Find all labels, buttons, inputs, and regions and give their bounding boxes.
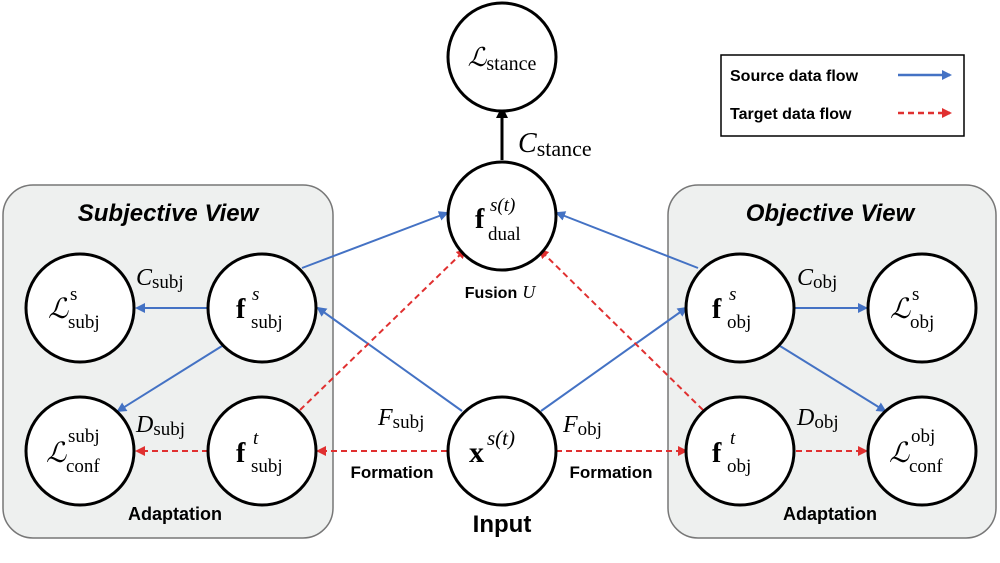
x-input-base: x — [469, 436, 484, 469]
node-l-obj-conf-circle — [866, 395, 978, 507]
l-subj-conf-sup: subj — [68, 426, 100, 447]
node-l-obj-conf: ℒ obj conf — [866, 395, 978, 507]
l-subj-s-sup: s — [70, 284, 77, 305]
edge-fobjt-to-fdual — [538, 248, 704, 411]
l-obj-conf-sub: conf — [909, 456, 943, 477]
node-f-subj-t: f t subj — [206, 395, 318, 507]
node-l-subj-s-circle — [24, 252, 136, 364]
legend-box — [720, 54, 965, 137]
f-obj-s-sub: obj — [727, 312, 751, 333]
edge-fsubjs-to-fdual — [301, 211, 449, 269]
node-l-subj-conf: ℒ subj conf — [24, 395, 136, 507]
fusion-caption: Fusion — [465, 285, 517, 302]
edge-x-to-fsubjs — [316, 306, 463, 412]
node-f-obj-s: f s obj — [684, 252, 796, 364]
f-subj-s-sup: s — [252, 284, 259, 305]
legend: Source data flow Target data flow — [720, 54, 965, 137]
node-l-obj-s: ℒ s obj — [866, 252, 978, 364]
node-l-stance-circle — [446, 1, 558, 113]
f-subj-s-base: f — [236, 294, 246, 325]
f-subj-label: Fsubj — [377, 405, 424, 433]
node-f-obj-s-circle — [684, 252, 796, 364]
f-subj-t-sub: subj — [251, 456, 283, 477]
source-flow-edges — [116, 211, 887, 413]
f-subj-t-base: f — [236, 438, 246, 469]
d-subj-label: Dsubj — [135, 412, 185, 440]
l-obj-s-script: ℒ — [890, 294, 911, 325]
l-stance-sub: stance — [486, 53, 536, 75]
f-dual-sub: dual — [488, 224, 521, 245]
node-f-subj-s: f s subj — [206, 252, 318, 364]
c-obj-label: Cobj — [797, 265, 837, 293]
subjective-view-title: Subjective View — [78, 200, 260, 227]
node-l-stance: ℒstance — [446, 1, 558, 113]
c-subj-label: Csubj — [136, 265, 184, 293]
target-flow-edges — [135, 248, 868, 456]
node-x-input: x s(t) — [446, 395, 558, 507]
l-subj-s-script: ℒ — [48, 294, 69, 325]
f-obj-label: Fobj — [562, 412, 602, 440]
f-obj-t-sub: obj — [727, 456, 751, 477]
legend-target-label: Target data flow — [730, 106, 852, 123]
f-dual-base: f — [475, 204, 485, 235]
input-caption: Input — [473, 511, 532, 538]
f-dual-sup: s(t) — [490, 195, 515, 216]
node-f-obj-t: f t obj — [684, 395, 796, 507]
subjective-adaptation-caption: Adaptation — [128, 504, 222, 524]
edge-fsubjt-to-fdual — [299, 248, 467, 411]
f-obj-t-base: f — [712, 438, 722, 469]
objective-view-title: Objective View — [746, 200, 916, 227]
fusion-var: U — [522, 282, 536, 302]
node-l-obj-s-circle — [866, 252, 978, 364]
edge-x-to-fobjs — [540, 306, 688, 412]
l-subj-conf-script: ℒ — [46, 438, 67, 469]
f-obj-t-sup: t — [730, 428, 736, 449]
node-f-dual: f s(t) dual — [446, 160, 558, 272]
x-input-sup: s(t) — [487, 426, 515, 450]
f-subj-s-sub: subj — [251, 312, 283, 333]
l-subj-s-sub: subj — [68, 312, 100, 333]
l-subj-conf-sub: conf — [66, 456, 100, 477]
loss-symbol: ℒ — [468, 43, 488, 72]
formation-right-label: Formation — [569, 463, 652, 482]
edge-fobjs-to-fdual — [555, 211, 699, 269]
l-obj-conf-sup: obj — [911, 426, 935, 447]
node-l-subj-s: ℒ s subj — [24, 252, 136, 364]
f-obj-s-base: f — [712, 294, 722, 325]
legend-source-label: Source data flow — [730, 68, 859, 85]
edge-fsubjs-to-lsubjconf — [116, 345, 223, 413]
formation-left-label: Formation — [350, 463, 433, 482]
node-f-dual-circle — [446, 160, 558, 272]
node-f-subj-t-circle — [206, 395, 318, 507]
f-obj-s-sup: s — [729, 284, 736, 305]
d-obj-label: Dobj — [796, 405, 839, 433]
node-f-obj-t-circle — [684, 395, 796, 507]
objective-adaptation-caption: Adaptation — [783, 504, 877, 524]
svg-text:ℒstance: ℒstance — [468, 43, 537, 75]
node-x-input-circle — [446, 395, 558, 507]
l-obj-conf-script: ℒ — [889, 438, 910, 469]
c-stance-label: Cstance — [518, 128, 592, 161]
f-subj-t-sup: t — [253, 428, 259, 449]
node-f-subj-s-circle — [206, 252, 318, 364]
node-l-subj-conf-circle — [24, 395, 136, 507]
l-obj-s-sub: obj — [910, 312, 934, 333]
edge-fobjs-to-lobjconf — [779, 345, 887, 413]
l-obj-s-sup: s — [912, 284, 919, 305]
